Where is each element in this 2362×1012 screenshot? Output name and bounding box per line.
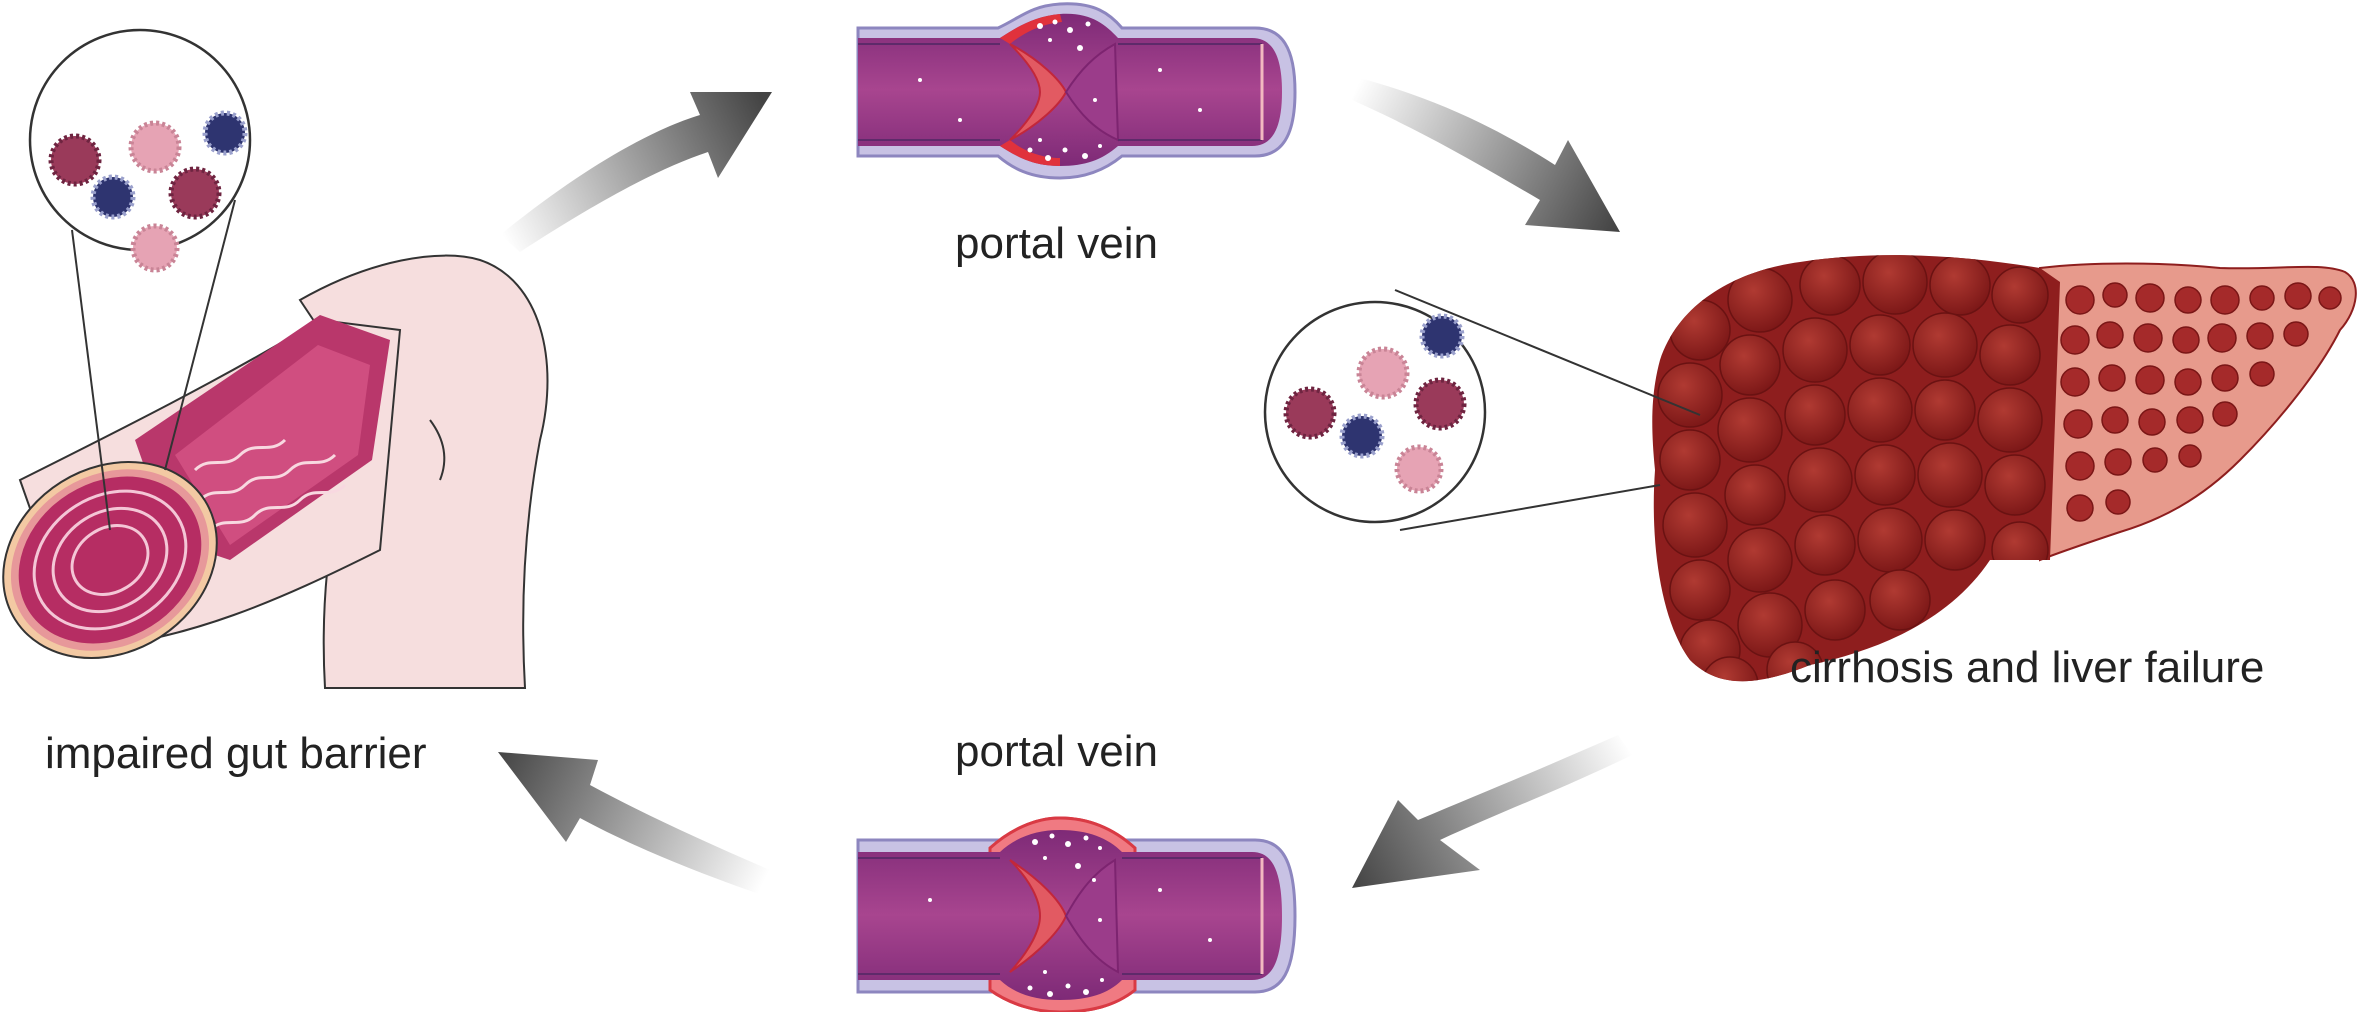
bacteria-icon xyxy=(1283,313,1467,494)
arrow-icon xyxy=(1352,78,1620,232)
arrow-liver-to-portal-vein xyxy=(1352,735,1632,888)
intestine-icon xyxy=(2,199,549,689)
arrow-icon xyxy=(498,752,770,895)
gut-label: impaired gut barrier xyxy=(45,729,427,778)
portal-vein-label-top: portal vein xyxy=(955,219,1159,268)
liver-icon xyxy=(1394,255,2357,682)
bacteria-icon xyxy=(48,110,248,273)
arrow-icon xyxy=(500,92,772,252)
arrow-gut-to-portal-vein xyxy=(500,92,772,252)
liver-label: cirrhosis and liver failure xyxy=(1790,643,2265,692)
arrow-portal-vein-to-liver xyxy=(1352,78,1620,232)
portal-vein-label-bottom: portal vein xyxy=(955,727,1159,776)
vein-icon xyxy=(856,2,1297,180)
arrow-portal-vein-to-gut xyxy=(498,752,770,895)
gut-microbes-inset xyxy=(28,28,252,273)
liver-microbes-inset xyxy=(1263,300,1487,524)
vein-icon xyxy=(856,816,1297,1012)
arrow-icon xyxy=(1352,735,1632,888)
